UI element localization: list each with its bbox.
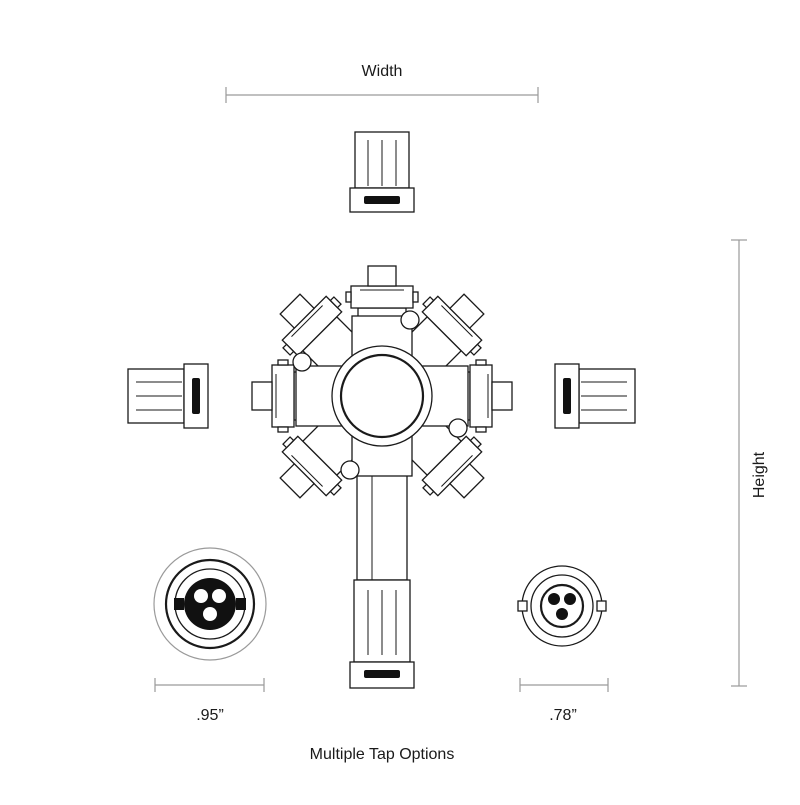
width-dimension — [225, 87, 539, 103]
diameter-small-label: .78” — [549, 707, 577, 724]
height-dimension — [731, 239, 747, 687]
diameter-dimension-small — [519, 678, 609, 692]
cap-top — [349, 131, 415, 213]
plug-bottom — [349, 579, 415, 689]
width-label: Width — [361, 63, 403, 80]
connector-face-large — [153, 547, 267, 661]
connector-face-small — [517, 565, 607, 647]
trunk-cable — [356, 469, 408, 581]
height-label: Height — [751, 451, 768, 499]
diameter-large-label: .95” — [196, 707, 224, 724]
diameter-dimension-large — [154, 678, 265, 692]
cap-right — [554, 363, 636, 429]
hub — [292, 310, 469, 480]
caption: Multiple Tap Options — [309, 746, 455, 763]
cap-left — [127, 363, 209, 429]
